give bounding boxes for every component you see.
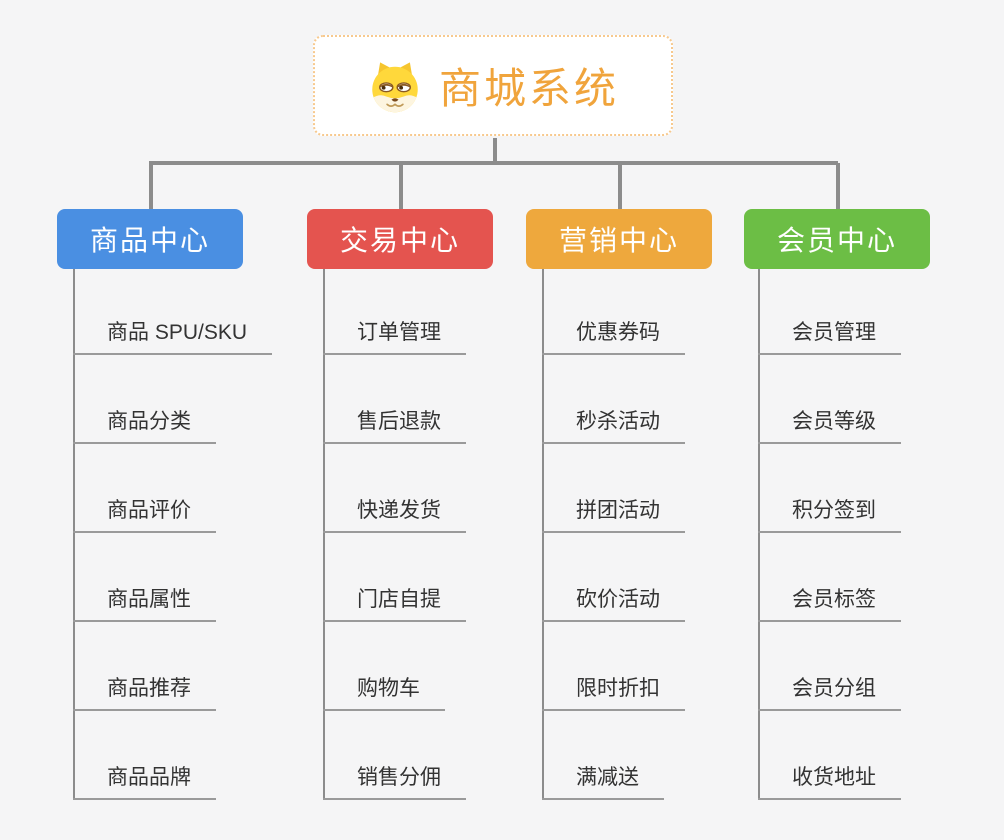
root-title: 商城系统 [438,65,619,112]
leaf-node[interactable]: 优惠券码 [542,320,685,355]
leaf-node[interactable]: 售后退款 [323,409,466,444]
connector-spine [542,269,544,800]
leaf-node[interactable]: 积分签到 [758,498,901,533]
leaf-node[interactable]: 商品评价 [73,498,216,533]
leaf-node[interactable]: 会员等级 [758,409,901,444]
leaf-node[interactable]: 商品分类 [73,409,216,444]
leaf-node[interactable]: 门店自提 [323,587,466,622]
leaf-node[interactable]: 商品 SPU/SKU [73,320,273,355]
connector-drop-3 [618,163,622,209]
branch-node-product-center[interactable]: 商品中心 [57,209,243,269]
leaf-node[interactable]: 收货地址 [758,765,901,800]
connector-trunk-bar [149,161,838,165]
leaf-node[interactable]: 拼团活动 [542,498,685,533]
root-node[interactable]: 商城系统 [313,35,673,136]
leaf-node[interactable]: 砍价活动 [542,587,685,622]
branch-node-member-center[interactable]: 会员中心 [744,209,930,269]
connector-spine [73,269,75,800]
connector-root-stem [493,138,497,162]
leaf-node[interactable]: 满减送 [542,765,664,800]
leaf-node[interactable]: 商品品牌 [73,765,216,800]
branch-node-trade-center[interactable]: 交易中心 [307,209,493,269]
branch-node-marketing-center[interactable]: 营销中心 [526,209,712,269]
dog-face-icon [367,58,423,114]
leaf-node[interactable]: 销售分佣 [323,765,466,800]
leaf-node[interactable]: 购物车 [323,676,445,711]
leaf-node[interactable]: 会员标签 [758,587,901,622]
connector-drop-4 [836,163,840,209]
leaf-node[interactable]: 秒杀活动 [542,409,685,444]
leaf-node[interactable]: 订单管理 [323,320,466,355]
connector-drop-1 [149,163,153,209]
leaf-node[interactable]: 会员分组 [758,676,901,711]
connector-spine [758,269,760,800]
connector-spine [323,269,325,800]
leaf-node[interactable]: 会员管理 [758,320,901,355]
leaf-node[interactable]: 快递发货 [323,498,466,533]
leaf-node[interactable]: 商品属性 [73,587,216,622]
connector-drop-2 [399,163,403,209]
leaf-node[interactable]: 限时折扣 [542,676,685,711]
leaf-node[interactable]: 商品推荐 [73,676,216,711]
